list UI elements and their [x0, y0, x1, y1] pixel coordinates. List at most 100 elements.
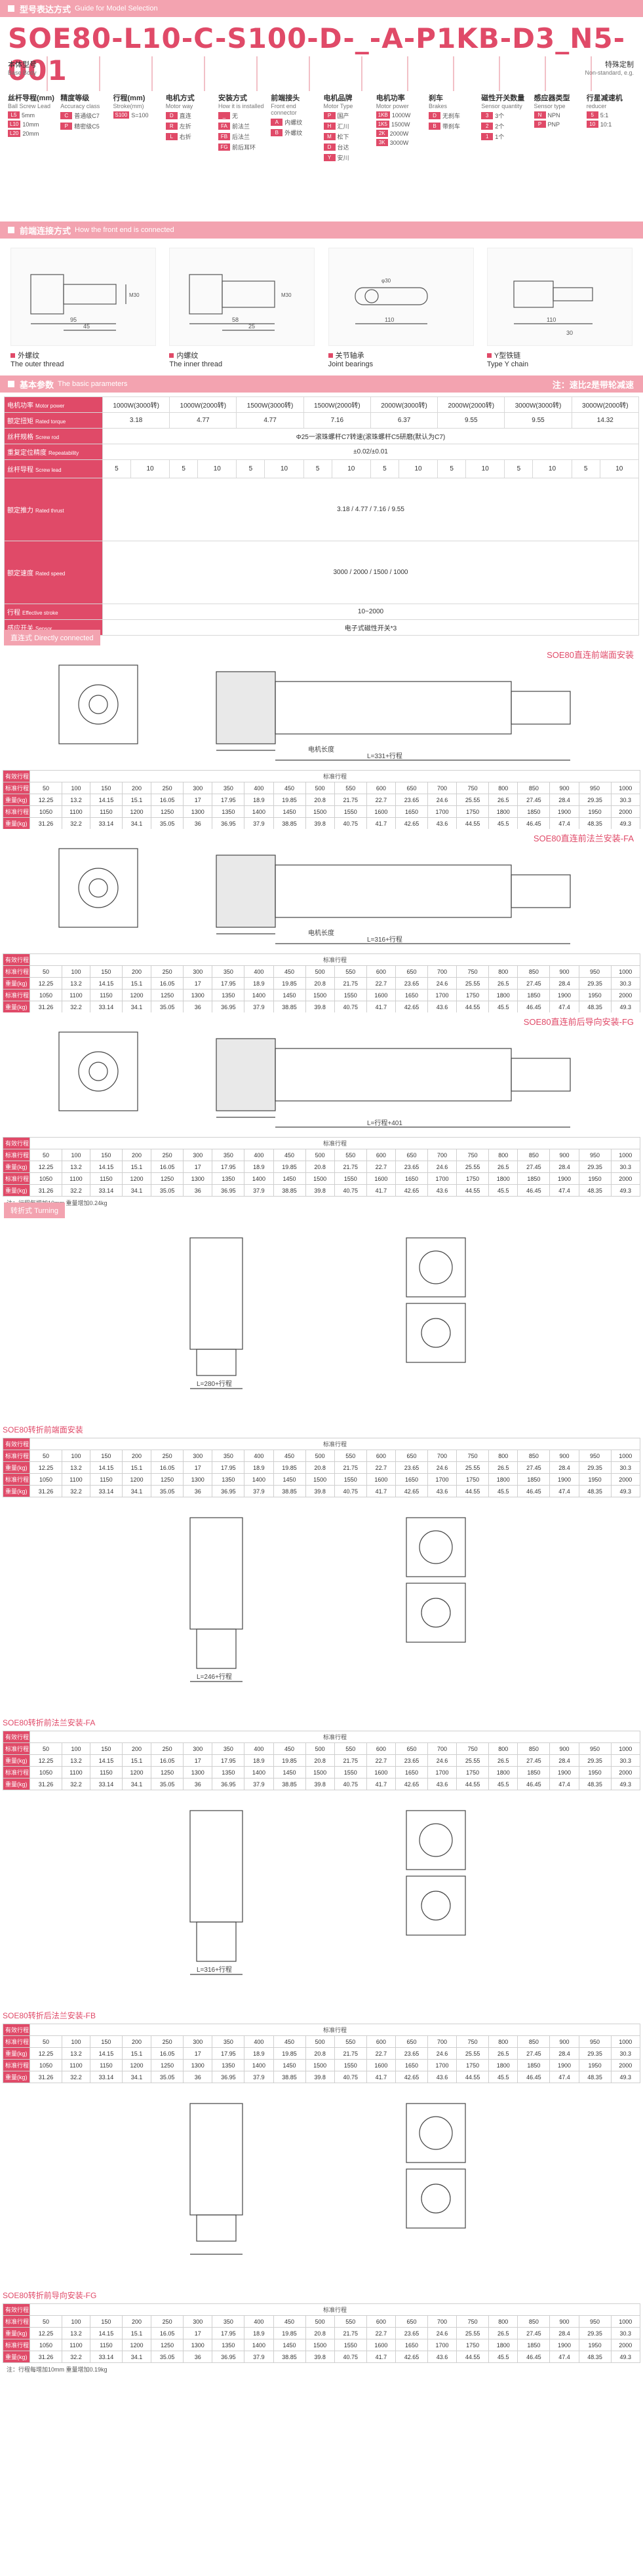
straight-tag: 直连式 Directly connected — [4, 630, 100, 645]
drawing-title: SOE80转折前端面安装 — [3, 1425, 83, 1434]
svg-text:L=316+行程: L=316+行程 — [367, 935, 402, 944]
connect-header-en: How the front end is connected — [75, 226, 174, 234]
param-cell: 7.16 — [303, 412, 371, 429]
param-cell: 5 — [102, 459, 131, 478]
param-cell: ±0.02/±0.01 — [102, 444, 639, 460]
param-cell: 10 — [599, 459, 640, 478]
joint-bearing-drawing: 110 φ30 — [328, 248, 474, 346]
y-chain-drawing: 110 30 — [486, 248, 633, 346]
param-cell: 2000W(2000转) — [437, 396, 505, 413]
param-cell: 5 — [169, 459, 199, 478]
option-title: 丝杆导程(mm)Ball Screw Lead — [8, 94, 54, 109]
param-cell: 5 — [236, 459, 265, 478]
option-title: 行程(mm)Stroke(mm) — [113, 94, 146, 109]
param-cell: 10 — [532, 459, 572, 478]
svg-text:L=316+行程: L=316+行程 — [197, 1965, 232, 1974]
joint-bearing-en: Joint bearings — [328, 360, 374, 368]
params-section-header: 基本参数 The basic parameters 注：速比2是带轮减速 — [0, 375, 643, 393]
outer-thread-en: The outer thread — [10, 360, 64, 368]
model-leader-lines — [47, 56, 592, 91]
drawing-title: SOE80转折前法兰安装-FA — [3, 1718, 96, 1727]
param-cell: 2000W(3000转) — [370, 396, 438, 413]
svg-text:95: 95 — [70, 317, 77, 323]
param-cell: 5 — [303, 459, 332, 478]
param-cell: 3000W(2000转) — [571, 396, 640, 413]
square-icon — [8, 227, 14, 233]
param-cell: 10 — [331, 459, 371, 478]
special-en: Non-standard, e.g. — [585, 69, 634, 76]
mechanical-drawing: L=行程+401 — [58, 1031, 571, 1128]
param-cell: 5 — [437, 459, 467, 478]
param-cell: 9.55 — [437, 412, 505, 429]
param-cell: 1500W(3000转) — [236, 396, 304, 413]
straight-tag-en: Directly connected — [34, 634, 94, 642]
svg-text:45: 45 — [83, 323, 90, 330]
params-header-text: 基本参数 — [20, 379, 54, 390]
base-body-cn: 本体型号 — [8, 61, 37, 69]
drawing-title: SOE80直连前法兰安装-FA — [533, 834, 634, 843]
param-cell: 10 — [398, 459, 438, 478]
connect-header-text: 前端连接方式 — [20, 225, 71, 236]
param-cell: 5 — [504, 459, 534, 478]
motor-length-label: 电机长度 — [308, 930, 334, 937]
param-cell: 1000W(3000转) — [102, 396, 170, 413]
model-code-area: SOE80-L10-C-S100-D-_-A-P1KB-D3_N5-001 本体… — [0, 17, 643, 221]
param-cell: 3000 / 2000 / 1500 / 1000 — [102, 541, 639, 604]
drawing-title: SOE80转折后法兰安装-FB — [3, 2011, 96, 2020]
turning-tag-cn: 转折式 — [10, 1207, 32, 1215]
param-cell: 4.77 — [169, 412, 237, 429]
outer-thread-cn: 外螺纹 — [18, 352, 40, 360]
param-cell: 3.18 — [102, 412, 170, 429]
mechanical-drawing: L=331+行程 — [58, 664, 571, 761]
